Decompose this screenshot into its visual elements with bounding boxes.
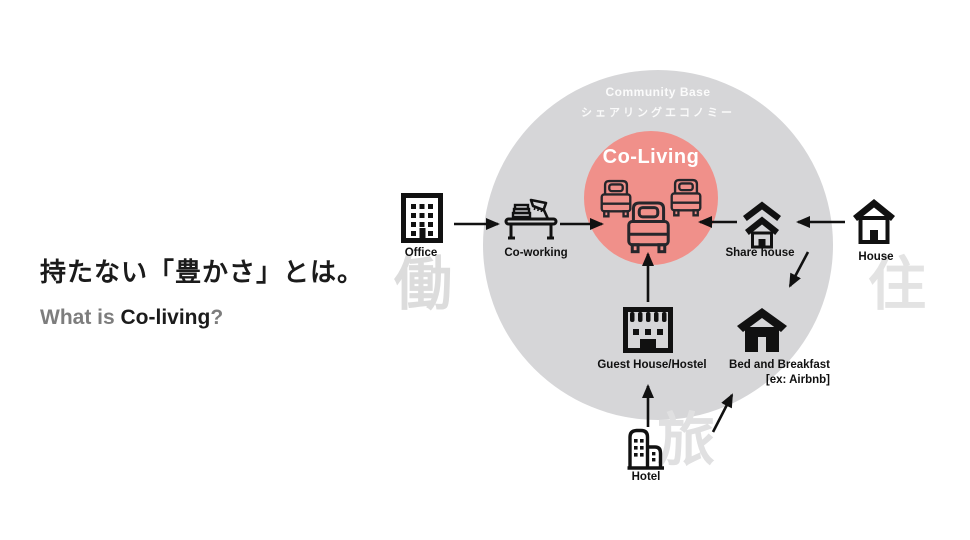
watermark-live-kanji: 住	[868, 252, 927, 317]
coworking-label: Co-working	[504, 247, 568, 259]
share-house-icon	[743, 201, 781, 249]
page-subtitle: What is Co-living?	[40, 306, 223, 330]
sharing-economy-label: シェアリングエコノミー	[581, 107, 735, 119]
share-house-label: Share house	[725, 247, 795, 259]
co-living-circle	[584, 131, 718, 265]
house-icon	[853, 199, 895, 244]
community-base-title: Community Base	[605, 85, 711, 99]
subtitle-suffix: ?	[210, 306, 224, 329]
bed-icon	[670, 178, 702, 217]
house-label: House	[858, 251, 894, 263]
co-living-label: Co-Living	[602, 146, 700, 168]
guest-house-label: Guest House/Hostel	[597, 359, 707, 371]
page-title: 持たない「豊かさ」とは。	[40, 257, 365, 287]
watermark-travel-kanji: 旅	[657, 408, 716, 473]
hotel-buildings-icon	[627, 428, 664, 470]
bnb-label-line1: Bed and Breakfast	[729, 359, 830, 371]
office-building-icon	[401, 193, 443, 243]
subtitle-emphasis: Co-living	[120, 306, 211, 329]
subtitle-prefix: What is	[40, 306, 121, 329]
office-label: Office	[404, 247, 438, 259]
bed-icon	[600, 179, 632, 218]
bnb-label-line2: [ex: Airbnb]	[765, 374, 830, 386]
hotel-label: Hotel	[631, 471, 661, 483]
bed-and-breakfast-house-icon	[737, 308, 787, 352]
coworking-desk-icon	[504, 198, 558, 240]
bed-icon	[627, 201, 670, 254]
watermark-work-kanji: 働	[394, 252, 453, 317]
guest-house-storefront-icon	[623, 307, 673, 353]
bnb-label: Bed and Breakfast [ex: Airbnb]	[720, 358, 830, 388]
